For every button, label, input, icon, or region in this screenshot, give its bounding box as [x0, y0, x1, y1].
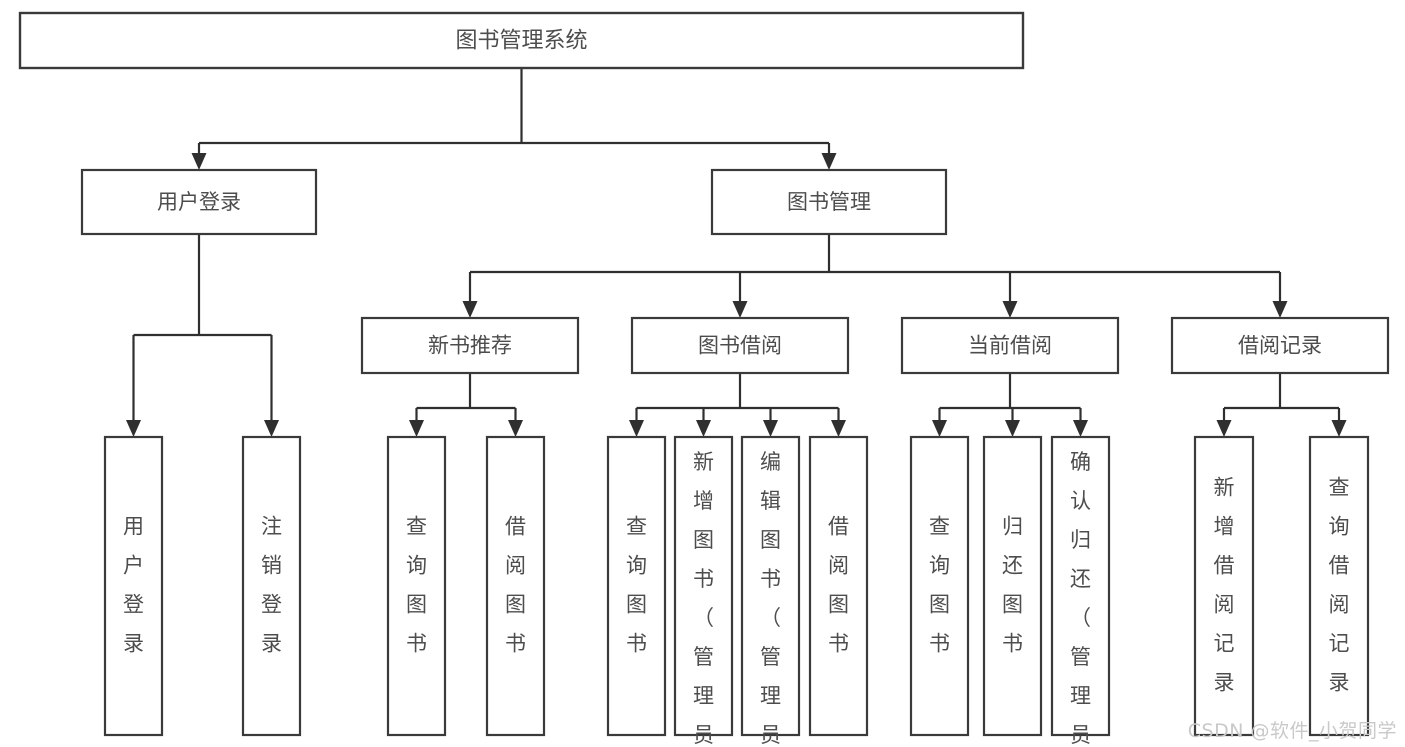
node-borrow-record[interactable]: 借阅记录 [1170, 316, 1390, 375]
node-new-book-recommend-rect[interactable] [360, 316, 580, 375]
arrow-head [831, 420, 846, 437]
leaf-add-record-label: 新增借阅记录 [1214, 476, 1235, 695]
node-root-book-system-label: 图书管理系统 [455, 29, 587, 54]
node-user-login-rect[interactable] [80, 168, 318, 236]
node-book-manage-label: 图书管理 [787, 190, 871, 214]
arrow-head [763, 420, 778, 437]
arrow-head [508, 420, 523, 437]
leaf-query-book-new[interactable]: 查询图书 [386, 435, 447, 737]
arrow-head [1073, 420, 1088, 437]
watermark-text: CSDN @软件_小贺同学 [1187, 720, 1397, 742]
leaf-confirm-return-rect[interactable] [1050, 435, 1111, 737]
node-user-login[interactable]: 用户登录 [80, 168, 318, 236]
leaf-borrow-book[interactable]: 借阅图书 [808, 435, 869, 737]
node-root-book-system-rect[interactable] [18, 11, 1025, 70]
node-user-login-label: 用户登录 [157, 190, 241, 214]
leaf-confirm-return[interactable]: 确认归还（管理员） [1050, 435, 1111, 747]
leaf-edit-book-label: 编辑图书（管理员） [760, 450, 781, 747]
node-layer: 图书管理系统用户登录图书管理新书推荐图书借阅当前借阅借阅记录用户登录注销登录查询… [18, 11, 1390, 747]
leaf-query-record-label: 查询借阅记录 [1329, 476, 1350, 695]
node-current-borrow[interactable]: 当前借阅 [900, 316, 1120, 375]
arrow-head [821, 153, 837, 170]
node-borrow-record-label: 借阅记录 [1238, 334, 1322, 358]
arrow-head [126, 420, 141, 437]
arrow-head [462, 301, 478, 318]
leaf-query-book-borrow[interactable]: 查询图书 [606, 435, 667, 737]
arrow-head [1272, 301, 1288, 318]
leaf-query-book-current[interactable]: 查询图书 [909, 435, 970, 737]
node-book-manage-rect[interactable] [710, 168, 948, 236]
arrow-head [932, 420, 947, 437]
leaf-query-record-rect[interactable] [1308, 435, 1370, 737]
leaf-logout-rect[interactable] [241, 435, 302, 737]
leaf-borrow-book-label: 借阅图书 [828, 515, 849, 656]
node-book-borrow-rect[interactable] [630, 316, 850, 375]
leaf-add-record-rect[interactable] [1193, 435, 1255, 737]
arrow-head [1216, 420, 1232, 437]
leaf-edit-book[interactable]: 编辑图书（管理员） [740, 435, 801, 747]
leaf-borrow-book-new-label: 借阅图书 [505, 515, 526, 656]
node-root-book-system[interactable]: 图书管理系统 [18, 11, 1025, 70]
arrow-head [732, 301, 748, 318]
leaf-borrow-book-new[interactable]: 借阅图书 [485, 435, 546, 737]
leaf-borrow-book-rect[interactable] [808, 435, 869, 737]
node-new-book-recommend[interactable]: 新书推荐 [360, 316, 580, 375]
leaf-user-login-rect[interactable] [103, 435, 164, 737]
leaf-logout-label: 注销登录 [261, 515, 282, 656]
leaf-query-book-borrow-label: 查询图书 [626, 515, 647, 656]
leaf-query-book-current-rect[interactable] [909, 435, 970, 737]
leaf-return-book[interactable]: 归还图书 [982, 435, 1043, 737]
arrow-head [409, 420, 424, 437]
leaf-user-login-label: 用户登录 [123, 515, 144, 656]
leaf-return-book-label: 归还图书 [1002, 515, 1023, 656]
node-current-borrow-rect[interactable] [900, 316, 1120, 375]
leaf-borrow-book-new-rect[interactable] [485, 435, 546, 737]
leaf-add-book-rect[interactable] [673, 435, 734, 737]
leaf-confirm-return-label: 确认归还（管理员） [1070, 450, 1091, 747]
arrow-head [1331, 420, 1347, 437]
arrow-head [696, 420, 711, 437]
leaf-add-book[interactable]: 新增图书（管理员） [673, 435, 734, 747]
leaf-edit-book-rect[interactable] [740, 435, 801, 737]
leaf-add-book-label: 新增图书（管理员） [693, 450, 714, 747]
node-current-borrow-label: 当前借阅 [968, 334, 1052, 358]
node-new-book-recommend-label: 新书推荐 [428, 334, 512, 358]
arrow-head [1002, 301, 1018, 318]
arrow-head [191, 153, 207, 170]
node-book-manage[interactable]: 图书管理 [710, 168, 948, 236]
leaf-query-book-current-label: 查询图书 [929, 515, 950, 656]
connector-layer [126, 68, 1347, 437]
leaf-add-record[interactable]: 新增借阅记录 [1193, 435, 1255, 737]
leaf-query-book-new-rect[interactable] [386, 435, 447, 737]
leaf-logout[interactable]: 注销登录 [241, 435, 302, 737]
node-borrow-record-rect[interactable] [1170, 316, 1390, 375]
leaf-query-book-new-label: 查询图书 [406, 515, 427, 656]
arrow-head [1005, 420, 1020, 437]
leaf-query-book-borrow-rect[interactable] [606, 435, 667, 737]
leaf-query-record[interactable]: 查询借阅记录 [1308, 435, 1370, 737]
arrow-head [629, 420, 644, 437]
node-book-borrow[interactable]: 图书借阅 [630, 316, 850, 375]
leaf-return-book-rect[interactable] [982, 435, 1043, 737]
node-book-borrow-label: 图书借阅 [698, 334, 782, 358]
arrow-head [264, 420, 279, 437]
leaf-user-login[interactable]: 用户登录 [103, 435, 164, 737]
